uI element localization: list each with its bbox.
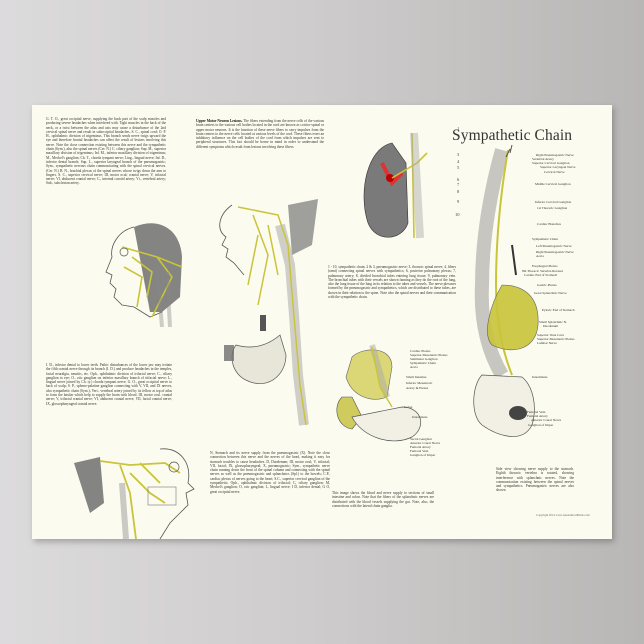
lung-number-9: 9: [457, 199, 460, 204]
intestine-illustration: [336, 344, 422, 442]
chain-label: 8th Thoracic Vertebra Rotated: [522, 269, 563, 273]
intestine-label: Anterior Crural Nerve: [410, 441, 441, 445]
chain-label: Femoral Artery: [527, 414, 548, 418]
lung-number-6: 6: [457, 177, 460, 182]
text-block-stomach: N, Stomach and its nerve supply from the…: [210, 451, 330, 494]
upper-motor-heading: Upper Motor Neuron Lesions.: [196, 119, 243, 123]
chain-label: Great Splanchnic Nerve: [534, 291, 567, 295]
text-block-lung: 1 - 10, sympathetic chain; 2 & 3, pneumo…: [328, 265, 456, 300]
lung-number-5: 5: [457, 165, 460, 170]
lung-number-2: 2: [457, 135, 460, 140]
chain-label: Superior Vena Cava: [537, 333, 565, 337]
chain-label: Superior Cervical Ganglion: [532, 161, 570, 165]
chain-label: Inferior Cervical Ganglion: [535, 200, 572, 204]
text-block-occipital: G. T. O., great occipital nerve, supplyi…: [46, 117, 166, 186]
intestine-label: Ganglion of Impar: [410, 453, 436, 457]
intestine-label: Femoral Vein: [410, 449, 429, 453]
copyright-text: Copyright 2014 www.AnatomicalPrints.com: [536, 513, 590, 517]
lung-number-10: 10: [455, 212, 460, 217]
lung-illustration: [363, 132, 428, 239]
intestine-label: Cardiac Plexus: [410, 349, 431, 353]
chain-label: Cardiac Branches: [537, 222, 562, 226]
intestine-label: Aorta: [410, 365, 418, 369]
intestine-label: Innominate: [412, 415, 428, 419]
poster-title: Sympathetic Chain: [452, 127, 573, 144]
chain-label: Left Pneumogastric Nerve: [536, 244, 572, 248]
intestine-label: Artery & Plexus: [406, 386, 429, 390]
chain-label: Superior Laryngeal Nerve: [540, 165, 576, 169]
chain-label: Small Splanchnic N.: [539, 320, 567, 324]
chain-label: Sympathetic Chain: [532, 237, 558, 241]
sympathetic-chain-illustration: [473, 144, 539, 437]
lung-number-3: 3: [457, 152, 460, 157]
chain-label: Cervical Nerve: [544, 170, 565, 174]
intestine-label: Superior Mesenteric Plexus: [410, 353, 448, 357]
intestine-label: Sacral Ganglion: [410, 437, 432, 441]
chain-label: Cardiac End of Stomach: [524, 273, 558, 277]
text-block-inferior-dental: I. D., inferior dental to lower teeth. P…: [46, 363, 172, 406]
lung-number-4: 4: [457, 159, 460, 164]
chain-label: Superior Mesenteric Plexus: [537, 337, 575, 341]
chain-label: Duodenum: [543, 324, 559, 328]
chain-label: Middle Cervical Ganglion: [535, 182, 571, 186]
chain-label: Aorta: [536, 254, 544, 258]
chain-label: Vertebral Artery: [532, 157, 554, 161]
text-block-intestine: This image shows the blood and nerve sup…: [332, 491, 434, 508]
chain-label: Lumbar Nerve: [537, 341, 557, 345]
chain-label: Right Pneumogastric Nerve: [536, 153, 574, 157]
chain-label: Pyloric End of Stomach: [542, 308, 575, 312]
text-block-side-view: Side view showing nerve supply to the st…: [496, 467, 574, 493]
head-nerve-illustration-top: [105, 223, 183, 328]
intestine-label: Small Intestine: [406, 375, 427, 379]
chain-label: Femoral Vein: [527, 410, 546, 414]
chain-label: Esophageal Plexus: [532, 264, 558, 268]
stomach-spine-illustration: [219, 199, 318, 426]
chain-label: Right Pneumogastric Nerve: [536, 250, 574, 254]
head-nerve-illustration-bottom: [74, 448, 195, 539]
chain-label: Gastric Plexus: [537, 283, 557, 287]
lung-number-8: 8: [457, 189, 460, 194]
chain-label: Anterior Crural Nerve: [531, 418, 562, 422]
lung-number-1: 1: [457, 126, 460, 131]
intestine-label: Semilunar Ganglion: [410, 357, 438, 361]
intestine-label: Sympathetic Chain: [410, 361, 436, 365]
text-block-upper-motor: Upper Motor Neuron Lesions. The fibers e…: [196, 119, 324, 169]
intestine-label: Colon: [404, 405, 413, 409]
anatomy-poster: G. T. O., great occipital nerve, supplyi…: [32, 105, 612, 539]
intestine-label: Femoral Artery: [410, 445, 431, 449]
chain-label: 1st Thoracic Ganglion: [537, 206, 568, 210]
intestine-label: Inferior Mesenteric: [406, 381, 433, 385]
upper-motor-body: The fibers extending from the nerve cell…: [196, 119, 324, 149]
lung-number-7: 7: [457, 182, 460, 187]
chain-label: Ganglion of Impar: [528, 423, 554, 427]
chain-label: Innominate: [532, 375, 548, 379]
